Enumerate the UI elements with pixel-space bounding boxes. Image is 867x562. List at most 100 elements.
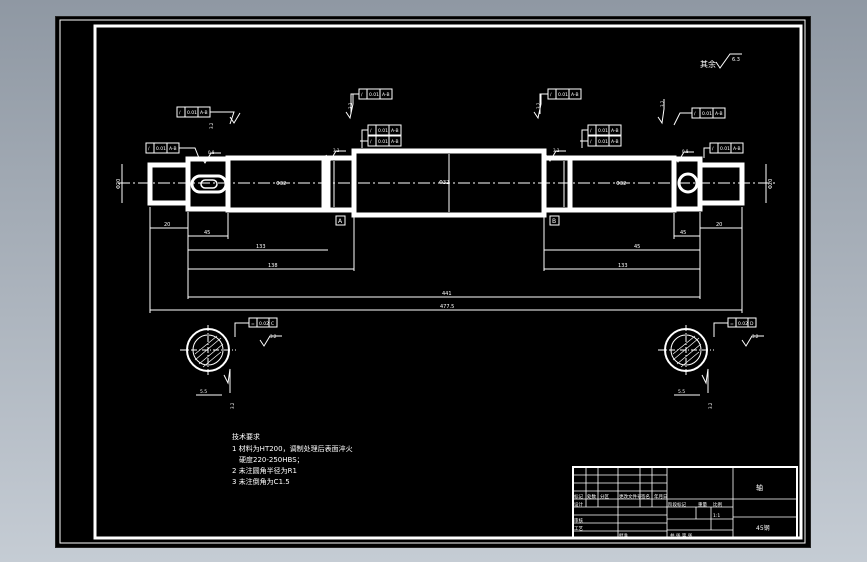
svg-text:/: / bbox=[694, 111, 696, 117]
svg-text:/: / bbox=[590, 128, 592, 134]
notes-line-3: 2 未注圆角半径为R1 bbox=[232, 466, 297, 475]
svg-text:分区: 分区 bbox=[600, 493, 609, 500]
svg-text:3.2: 3.2 bbox=[230, 402, 235, 409]
svg-text:D: D bbox=[750, 321, 754, 327]
svg-text:A-B: A-B bbox=[169, 146, 177, 152]
svg-text:A-B: A-B bbox=[391, 139, 399, 145]
svg-text:3.2: 3.2 bbox=[708, 402, 713, 409]
notes-title: 技术要求 bbox=[232, 432, 260, 441]
section-left: = 0.02 C 3.2 5.5 3.2 bbox=[180, 317, 282, 409]
length-dim-texts: 20 45 133 138 133 45 45 20 441 477.5 bbox=[164, 222, 722, 310]
svg-text:133: 133 bbox=[618, 263, 628, 269]
svg-text:共 张 第 张: 共 张 第 张 bbox=[670, 532, 693, 539]
svg-text:A-B: A-B bbox=[571, 92, 579, 98]
svg-text:1:1: 1:1 bbox=[713, 513, 720, 519]
svg-text:设计: 设计 bbox=[574, 501, 583, 508]
svg-text:批准: 批准 bbox=[619, 532, 628, 539]
svg-text:3.2: 3.2 bbox=[553, 148, 560, 153]
roughness-mark-values: 0.8 3.2 3.2 3.2 3.2 0.8 3.2 3.2 bbox=[208, 100, 689, 155]
svg-text:/: / bbox=[590, 139, 592, 145]
svg-text:3.2: 3.2 bbox=[348, 102, 353, 109]
svg-text:0.01: 0.01 bbox=[378, 128, 388, 134]
svg-text:477.5: 477.5 bbox=[440, 304, 454, 310]
svg-text:3.2: 3.2 bbox=[536, 102, 541, 109]
svg-text:441: 441 bbox=[442, 291, 452, 297]
dim-d-left: Φ20 bbox=[116, 179, 122, 189]
svg-text:重量: 重量 bbox=[698, 501, 707, 508]
outer-border bbox=[59, 19, 806, 544]
svg-text:/: / bbox=[550, 92, 552, 98]
notes-line-2: 硬度220-250HBS； bbox=[239, 455, 304, 464]
svg-text:0.8: 0.8 bbox=[208, 150, 215, 155]
roughness-default-label: 其余 bbox=[700, 59, 716, 69]
svg-text:/: / bbox=[712, 146, 714, 152]
svg-text:B: B bbox=[552, 218, 556, 225]
part-name: 轴 bbox=[756, 483, 763, 492]
svg-text:0.02: 0.02 bbox=[738, 321, 748, 327]
svg-text:更改文件号: 更改文件号 bbox=[619, 493, 642, 500]
svg-text:138: 138 bbox=[268, 263, 278, 269]
svg-text:C: C bbox=[271, 321, 274, 327]
roughness-default: 其余 6.3 bbox=[700, 53, 742, 69]
svg-text:A: A bbox=[338, 218, 343, 225]
part-material: 45钢 bbox=[756, 524, 770, 532]
svg-text:0.01: 0.01 bbox=[598, 139, 608, 145]
title-block: 标记 处数 分区 更改文件号 签名 年月日 设计 审核 工艺 批准 阶段标记 重… bbox=[572, 466, 798, 539]
svg-text:/: / bbox=[370, 128, 372, 134]
shaft-body bbox=[147, 148, 745, 218]
svg-text:0.01: 0.01 bbox=[156, 146, 166, 152]
svg-text:A-B: A-B bbox=[733, 146, 741, 152]
roughness-marks bbox=[200, 94, 694, 164]
svg-text:0.01: 0.01 bbox=[720, 146, 730, 152]
datum-b: B bbox=[549, 215, 560, 226]
svg-text:3.2: 3.2 bbox=[270, 334, 277, 339]
svg-text:/: / bbox=[179, 110, 181, 116]
svg-text:0.01: 0.01 bbox=[187, 110, 197, 116]
svg-text:45: 45 bbox=[204, 230, 210, 236]
svg-text:A-B: A-B bbox=[611, 139, 619, 145]
length-dims bbox=[149, 207, 743, 313]
svg-text:/: / bbox=[148, 146, 150, 152]
svg-text:年月日: 年月日 bbox=[654, 493, 668, 500]
svg-text:A-B: A-B bbox=[200, 110, 208, 116]
svg-text:标记: 标记 bbox=[574, 493, 583, 500]
svg-text:45: 45 bbox=[680, 230, 686, 236]
svg-text:=: = bbox=[730, 322, 734, 327]
svg-text:A-B: A-B bbox=[391, 128, 399, 134]
shaft-drawing: 其余 6.3 A B Φ20 Φ20 Φ32 bbox=[59, 19, 806, 544]
svg-text:A-B: A-B bbox=[611, 128, 619, 134]
svg-text:0.01: 0.01 bbox=[598, 128, 608, 134]
dim-d-right: Φ20 bbox=[768, 179, 774, 189]
dim-d-center: Φ32 bbox=[439, 180, 449, 186]
datum-a: A bbox=[335, 215, 346, 226]
svg-text:0.02: 0.02 bbox=[259, 321, 269, 327]
svg-text:3.2: 3.2 bbox=[752, 334, 759, 339]
svg-text:5.5: 5.5 bbox=[200, 389, 207, 395]
svg-text:3.2: 3.2 bbox=[209, 122, 214, 129]
svg-text:0.8: 0.8 bbox=[682, 149, 689, 154]
svg-text:审核: 审核 bbox=[574, 517, 583, 524]
svg-text:0.01: 0.01 bbox=[702, 111, 712, 117]
svg-text:133: 133 bbox=[256, 244, 266, 250]
roughness-default-value: 6.3 bbox=[732, 57, 740, 63]
notes-line-1: 1 材料为HT200，调制处理后表面淬火 bbox=[232, 444, 353, 453]
svg-text:签名: 签名 bbox=[641, 493, 650, 500]
dim-d-mid-right: Φ32 bbox=[616, 181, 626, 187]
svg-text:=: = bbox=[251, 322, 255, 327]
notes-line-4: 3 未注倒角为C1.5 bbox=[232, 477, 290, 486]
svg-text:/: / bbox=[361, 92, 363, 98]
drawing-sheet: 其余 6.3 A B Φ20 Φ20 Φ32 bbox=[55, 16, 811, 548]
svg-text:3.2: 3.2 bbox=[333, 148, 340, 153]
dim-d-mid: Φ32 bbox=[276, 181, 286, 187]
keyway-left bbox=[190, 174, 228, 194]
svg-text:0.01: 0.01 bbox=[369, 92, 379, 98]
svg-text:A-B: A-B bbox=[382, 92, 390, 98]
tolerance-frames bbox=[145, 88, 744, 159]
inner-border bbox=[93, 24, 803, 540]
svg-text:20: 20 bbox=[716, 222, 722, 228]
svg-text:0.01: 0.01 bbox=[558, 92, 568, 98]
svg-text:/: / bbox=[370, 139, 372, 145]
svg-text:A-B: A-B bbox=[715, 111, 723, 117]
svg-text:0.01: 0.01 bbox=[378, 139, 388, 145]
